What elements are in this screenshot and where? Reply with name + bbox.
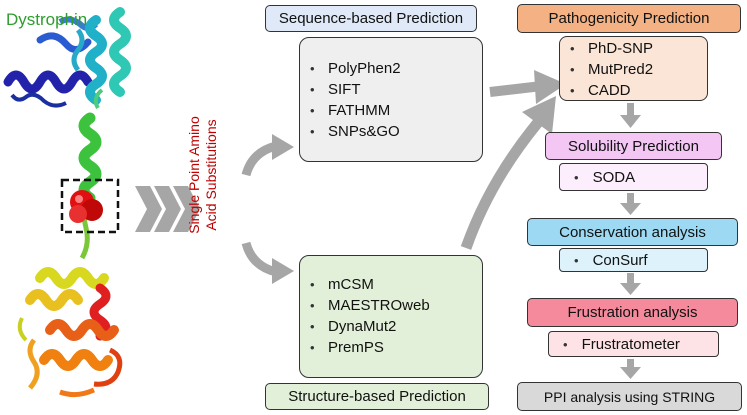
substitutions-label-line1: Single Point Amino bbox=[186, 116, 202, 234]
solubility-tool-box: • SODA bbox=[559, 163, 708, 191]
arrow-structure-to-pathogenicity-icon bbox=[460, 116, 545, 250]
frustration-analysis-title: Frustration analysis bbox=[527, 298, 738, 327]
list-item: ConSurf bbox=[592, 251, 648, 269]
protein-label: Dystrophin bbox=[6, 10, 88, 29]
pathogenicity-prediction-title: Pathogenicity Prediction bbox=[517, 4, 741, 33]
list-item: PremPS bbox=[300, 337, 482, 358]
sequence-prediction-title: Sequence-based Prediction bbox=[265, 5, 477, 32]
conservation-tool-box: • ConSurf bbox=[559, 248, 708, 272]
list-item: MutPred2 bbox=[560, 59, 707, 80]
list-item: PhD-SNP bbox=[560, 38, 707, 59]
bullet-icon: • bbox=[563, 336, 568, 352]
list-item: SODA bbox=[592, 168, 636, 186]
structure-tools-box: mCSM MAESTROweb DynaMut2 PremPS bbox=[299, 255, 483, 378]
arrow-to-sequence-icon bbox=[272, 134, 294, 160]
list-item: SNPs&GO bbox=[300, 121, 482, 142]
list-item: PolyPhen2 bbox=[300, 58, 482, 79]
pipeline-arrows-icon bbox=[620, 103, 641, 379]
bullet-icon: • bbox=[574, 169, 579, 185]
list-item: CADD bbox=[560, 80, 707, 101]
substitutions-label-line2: Acid Substitutions bbox=[203, 119, 219, 231]
list-item: Frustratometer bbox=[581, 335, 680, 353]
list-item: DynaMut2 bbox=[300, 316, 482, 337]
chevron-arrows-icon bbox=[135, 186, 200, 232]
list-item: SIFT bbox=[300, 79, 482, 100]
sequence-tools-box: PolyPhen2 SIFT FATHMM SNPs&GO bbox=[299, 37, 483, 162]
arrowhead-icon bbox=[534, 70, 566, 104]
list-item: mCSM bbox=[300, 274, 482, 295]
arrow-to-structure-icon bbox=[272, 258, 294, 284]
bullet-icon: • bbox=[574, 252, 579, 268]
solubility-prediction-title: Solubility Prediction bbox=[545, 132, 722, 160]
branch-arrows-icon bbox=[241, 141, 278, 277]
conservation-analysis-title: Conservation analysis bbox=[527, 218, 738, 246]
list-item: MAESTROweb bbox=[300, 295, 482, 316]
frustration-tool-box: • Frustratometer bbox=[548, 331, 719, 357]
ppi-analysis-title: PPI analysis using STRING bbox=[517, 382, 742, 411]
list-item: FATHMM bbox=[300, 100, 482, 121]
arrow-sequence-to-pathogenicity-icon bbox=[489, 81, 543, 97]
structure-prediction-title: Structure-based Prediction bbox=[265, 383, 489, 410]
dystrophin-structure-image bbox=[3, 7, 131, 398]
substitutions-label: Single Point Amino Acid Substitutions bbox=[186, 90, 226, 260]
arrowhead-icon bbox=[522, 96, 556, 134]
pathogenicity-tools-box: PhD-SNP MutPred2 CADD bbox=[559, 36, 708, 101]
